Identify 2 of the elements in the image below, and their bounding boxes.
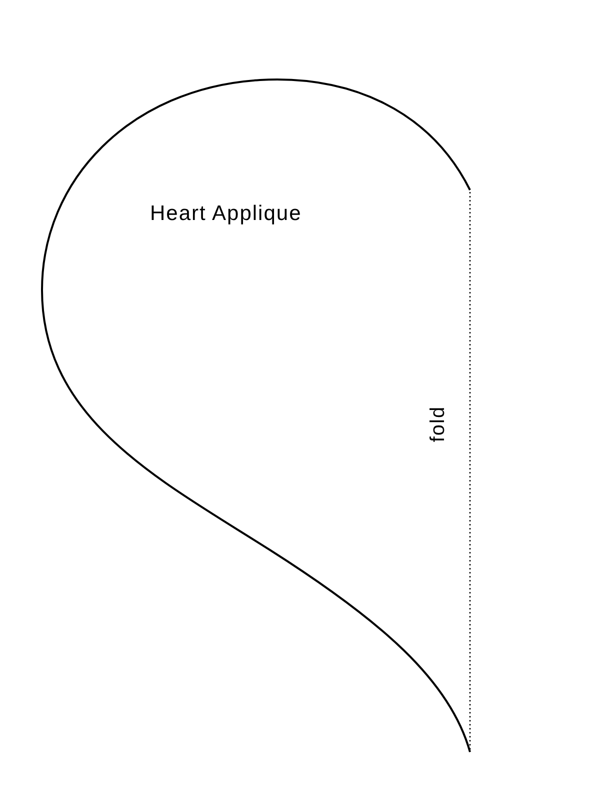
fold-label: fold [426,404,450,444]
title: Heart Applique [150,201,302,227]
